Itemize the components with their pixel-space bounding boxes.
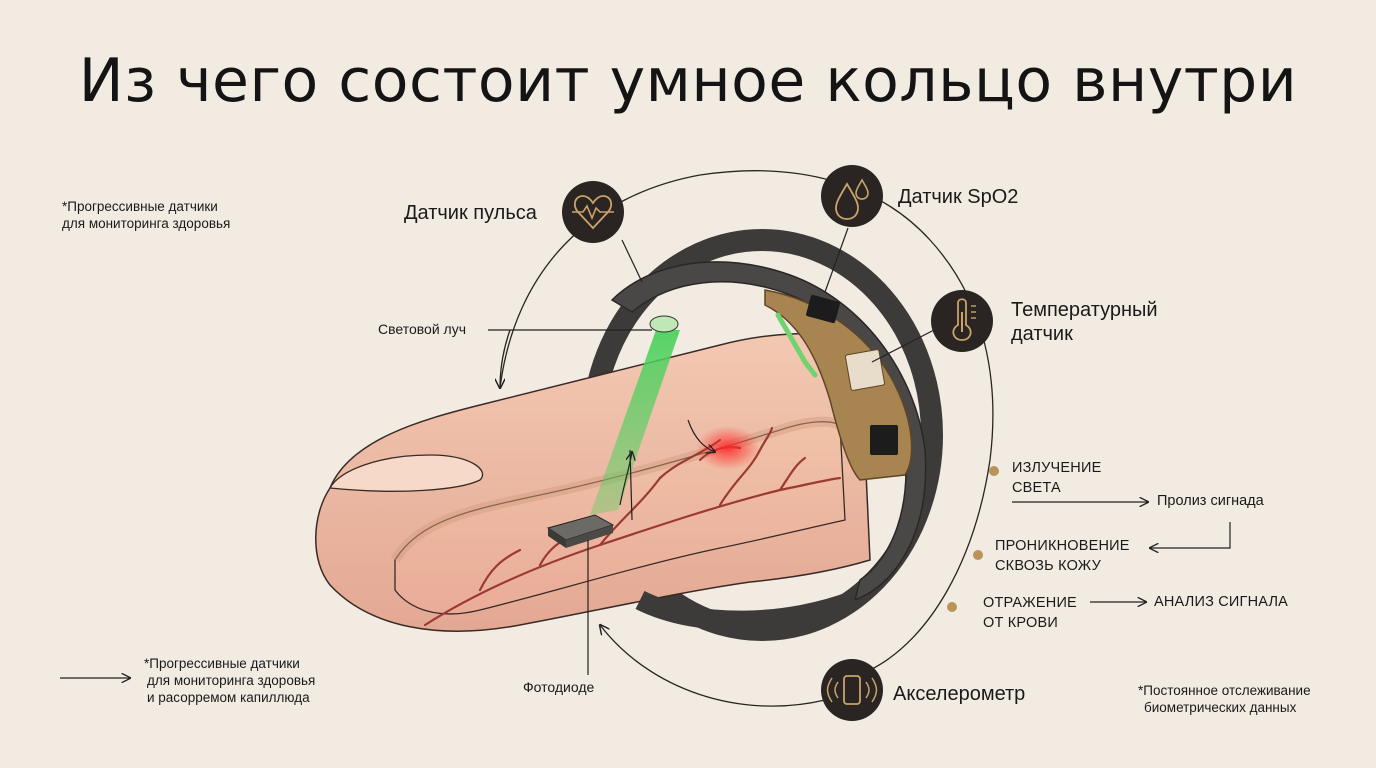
note-bottom-right: *Постоянное отслеживание биометрических … bbox=[1138, 682, 1311, 716]
heart-pulse-icon bbox=[562, 181, 624, 243]
note-line: *Прогрессивные датчики bbox=[62, 199, 218, 214]
note-line: *Прогрессивные датчики bbox=[144, 656, 300, 671]
step-line: СВЕТА bbox=[1012, 480, 1061, 496]
leader-temp bbox=[871, 329, 935, 363]
step-line: ОТРАЖЕНИЕ bbox=[983, 595, 1077, 611]
leader-spo2 bbox=[824, 227, 849, 293]
process-result-2: АНАЛИЗ СИГНАЛА bbox=[1154, 594, 1289, 610]
note-line: биометрических данных bbox=[1144, 700, 1297, 715]
leader-pulse bbox=[621, 239, 643, 283]
label-line: Температурный bbox=[1011, 299, 1158, 321]
note-line: для мониторинга здоровья bbox=[62, 216, 231, 231]
label-spo2-sensor: Датчик SpO2 bbox=[898, 186, 1019, 208]
note-bottom-left: *Прогрессивные датчики для мониторинга з… bbox=[144, 655, 315, 706]
thermometer-icon bbox=[931, 290, 993, 352]
process-result-1: Пролиз сигнада bbox=[1157, 493, 1264, 509]
step-line: ИЗЛУЧЕНИЕ bbox=[1012, 460, 1102, 476]
note-line: для мониторинга здоровья bbox=[147, 673, 316, 688]
process-dot-1 bbox=[989, 466, 999, 476]
note-line: и расорремом капиллюда bbox=[147, 690, 310, 705]
label-line: датчик bbox=[1011, 323, 1073, 345]
note-line: *Постоянное отслеживание bbox=[1138, 683, 1311, 698]
process-dot-2 bbox=[973, 550, 983, 560]
label-accelerometer: Акселерометр bbox=[893, 683, 1026, 705]
label-temp-sensor: Температурный датчик bbox=[1011, 298, 1158, 346]
page-title: Из чего состоит умное кольцо внутри bbox=[78, 46, 1298, 116]
orbit-arrow-left bbox=[500, 329, 511, 388]
light-beam bbox=[590, 330, 680, 515]
step-line: ПРОНИКНОВЕНИЕ bbox=[995, 538, 1130, 554]
orbit-arrow-bottom bbox=[600, 625, 826, 707]
step-line: ОТ КРОВИ bbox=[983, 615, 1058, 631]
callout-photodiode: Фотодиоде bbox=[523, 679, 595, 695]
phone-vibration-icon bbox=[821, 659, 883, 721]
process-step-reflection: ОТРАЖЕНИЕ ОТ КРОВИ bbox=[983, 593, 1077, 633]
process-dot-3 bbox=[947, 602, 957, 612]
step-line: СКВОЗЬ КОЖУ bbox=[995, 558, 1102, 574]
finger bbox=[315, 332, 871, 632]
label-pulse-sensor: Датчик пульса bbox=[404, 202, 537, 224]
process-step-emission: ИЗЛУЧЕНИЕ СВЕТА bbox=[1012, 458, 1101, 498]
photodiode-chip bbox=[546, 514, 615, 548]
note-top-left: *Прогрессивные датчики для мониторинга з… bbox=[62, 198, 230, 232]
callout-light-beam: Световой луч bbox=[378, 321, 466, 337]
ring-front bbox=[610, 261, 927, 631]
process-step-penetration: ПРОНИКНОВЕНИЕ СКВОЗЬ КОЖУ bbox=[995, 536, 1130, 576]
drops-icon bbox=[821, 165, 883, 227]
